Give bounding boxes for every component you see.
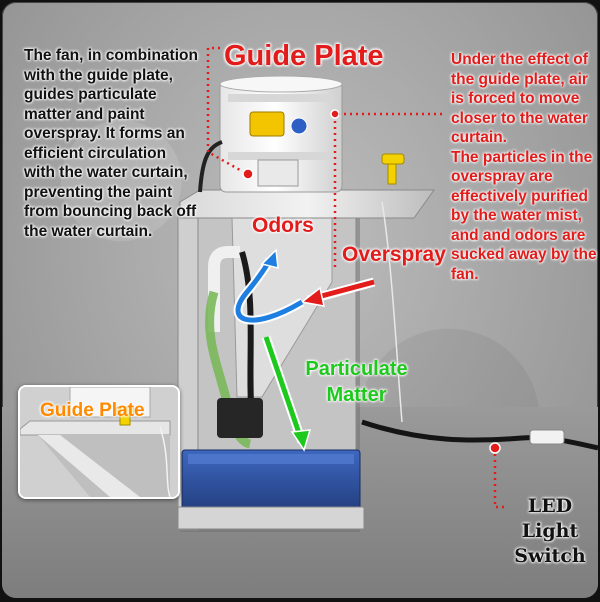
- particulate-matter-label: Particulate Matter: [294, 356, 419, 408]
- particulate-arrow: [263, 336, 303, 437]
- led-label-line3: Switch: [514, 545, 586, 567]
- yellow-valve-handle: [381, 153, 405, 165]
- leader-dot-air-flow: [330, 109, 340, 119]
- booth-top-plate: [179, 189, 435, 219]
- particulate-arrowhead: [290, 429, 312, 452]
- particulate-label-line1: Particulate: [305, 358, 408, 380]
- odors-arrowhead: [260, 248, 279, 269]
- inset-illustration: [20, 387, 178, 497]
- water-pump: [217, 398, 263, 438]
- air-flow-text: Under the effect of the guide plate, air…: [451, 51, 588, 146]
- leader-dot-guide-plate: [242, 168, 254, 180]
- led-label-line1: LED: [527, 495, 573, 517]
- guide-plate-description: Under the effect of the guide plate, air…: [451, 50, 598, 284]
- fan-power-cord: [198, 140, 223, 193]
- overspray-arrowhead: [300, 286, 325, 307]
- fan-top-rim: [219, 75, 343, 93]
- inset-guide-plate-label: Guide Plate: [40, 400, 145, 421]
- odors-label: Odors: [252, 214, 314, 237]
- fan-band: [228, 94, 334, 102]
- leader-dot-led: [489, 442, 501, 454]
- yellow-valve: [387, 161, 397, 185]
- overspray-label: Overspray: [342, 243, 446, 266]
- guide-plate-title: Guide Plate: [224, 40, 384, 72]
- thin-wire: [381, 201, 403, 423]
- fan-label-plate: [257, 159, 299, 187]
- fan-sticker-yellow: [249, 111, 285, 137]
- purification-text: The particles in the overspray are effec…: [451, 148, 597, 283]
- led-switch: [529, 429, 565, 445]
- white-pipe: [208, 246, 240, 332]
- fan-logo: [290, 117, 308, 135]
- particulate-label-line2: Matter: [326, 384, 387, 406]
- led-light-switch-label: LED Light Switch: [510, 494, 590, 569]
- fan-description: The fan, in combination with the guide p…: [24, 47, 198, 240]
- fan-band-lower: [228, 152, 334, 160]
- led-cable: [361, 419, 598, 451]
- water-surface: [188, 454, 354, 464]
- odors-arrow: [235, 258, 304, 323]
- led-label-line2: Light: [521, 520, 579, 542]
- tray-stand: [177, 506, 365, 530]
- leader-guide-plate: [206, 46, 248, 176]
- guide-plate-inset: Guide Plate: [18, 385, 180, 499]
- leader-led: [493, 448, 507, 509]
- overspray-arrow: [313, 279, 375, 301]
